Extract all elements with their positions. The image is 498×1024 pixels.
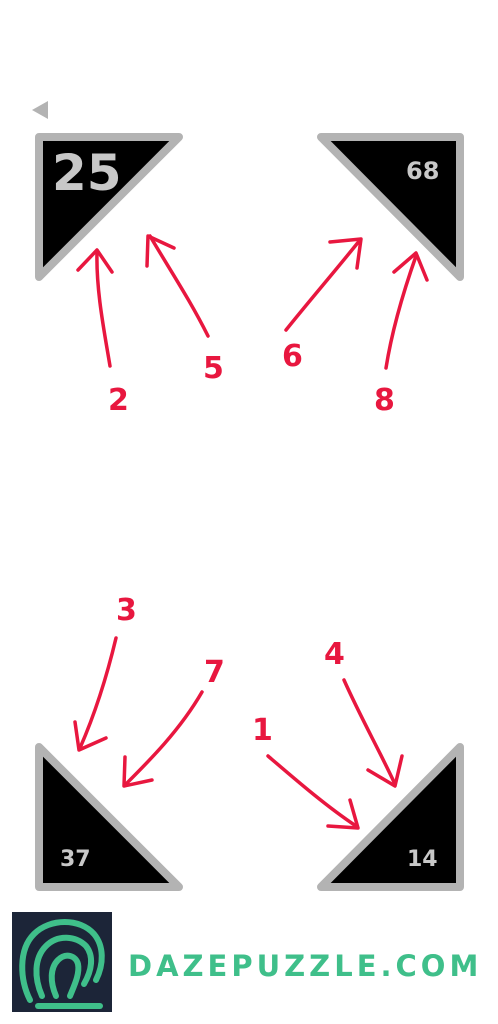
annotation-label-8: 8 xyxy=(374,383,395,418)
arrow-5 xyxy=(145,234,210,338)
brand-name: DAZEPUZZLE.COM xyxy=(128,949,483,983)
annotation-label-3: 3 xyxy=(116,593,137,628)
tile-bottom-right[interactable]: 14 xyxy=(317,743,464,891)
annotation-label-5: 5 xyxy=(203,351,224,386)
arrow-3 xyxy=(73,636,118,752)
annotation-label-2: 2 xyxy=(108,383,129,418)
fingerprint-spiral-icon xyxy=(19,919,105,1009)
tile-top-left-value: 25 xyxy=(52,144,122,202)
annotation-label-7: 7 xyxy=(204,655,225,690)
arrow-7 xyxy=(122,690,204,788)
annotation-label-6: 6 xyxy=(282,339,303,374)
tile-bottom-right-value: 14 xyxy=(407,847,438,872)
arrow-1 xyxy=(266,754,360,830)
tile-top-right-value: 68 xyxy=(406,157,439,185)
arrow-2 xyxy=(76,248,114,368)
back-arrow-icon[interactable] xyxy=(32,101,48,119)
arrow-8 xyxy=(384,251,429,370)
brand-logo xyxy=(12,912,112,1012)
arrow-4 xyxy=(342,678,404,788)
annotation-label-1: 1 xyxy=(252,713,273,748)
tile-bottom-left-value: 37 xyxy=(60,847,91,872)
arrow-6 xyxy=(284,237,363,332)
tile-top-left[interactable]: 25 xyxy=(35,133,183,281)
tile-bottom-left[interactable]: 37 xyxy=(35,743,183,891)
tile-top-right[interactable]: 68 xyxy=(317,133,464,281)
annotation-label-4: 4 xyxy=(324,637,345,672)
